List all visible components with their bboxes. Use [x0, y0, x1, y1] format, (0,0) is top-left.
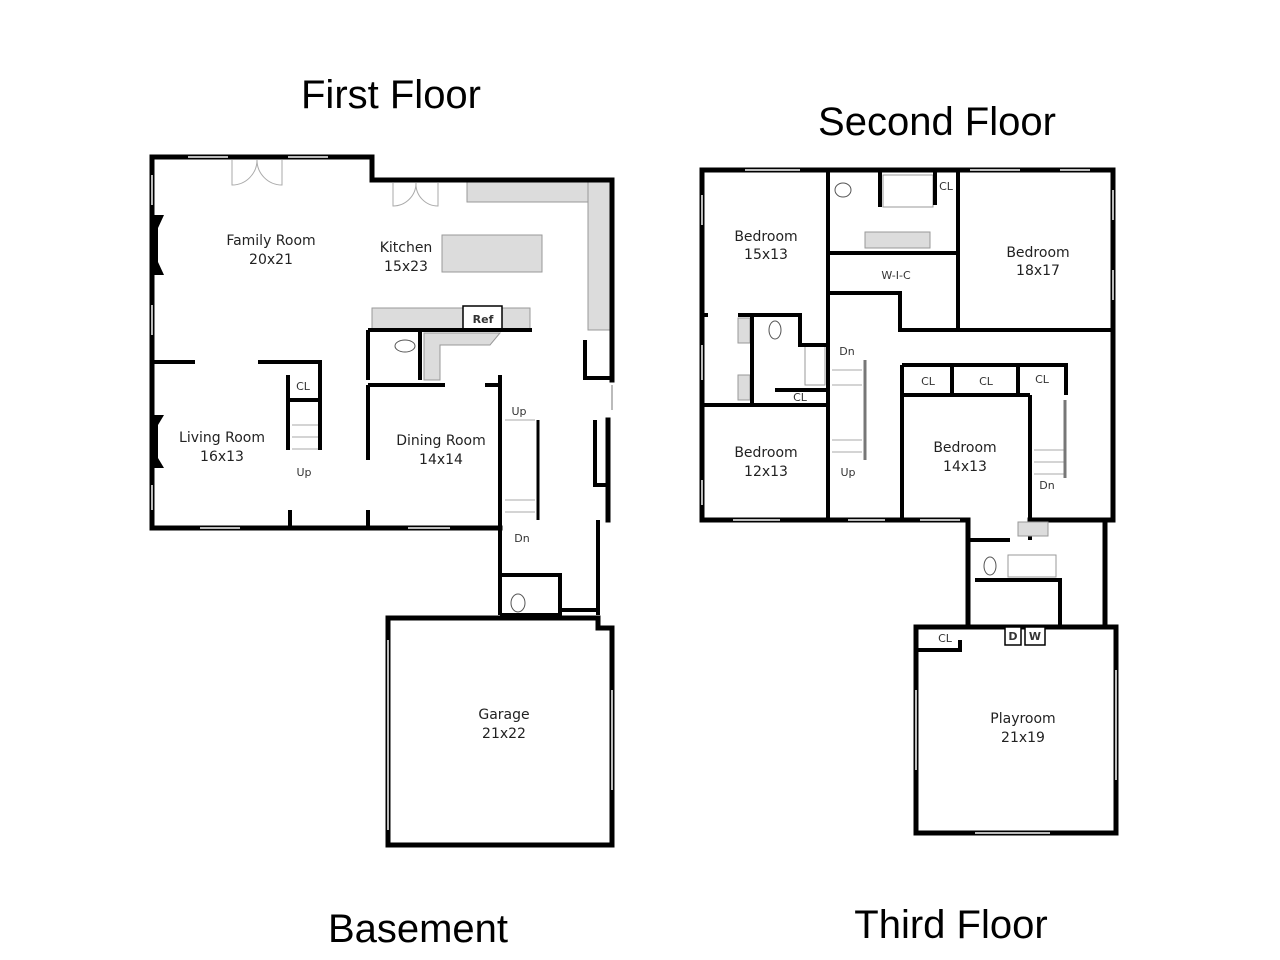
family-room-label: Family Room — [226, 233, 315, 249]
garage-size: 21x22 — [482, 726, 526, 742]
bedroom-size: 12x13 — [744, 464, 788, 480]
kitchen-island — [441, 234, 543, 273]
closet-label: CL — [793, 391, 808, 404]
ref-label: Ref — [473, 313, 494, 326]
bedroom-label: Bedroom — [734, 445, 797, 461]
pantry-counter — [423, 332, 502, 381]
closet-label: CL — [296, 380, 311, 393]
bedroom-label: Bedroom — [734, 229, 797, 245]
bedroom-label: Bedroom — [933, 440, 996, 456]
stairs-up-label: Up — [840, 466, 855, 479]
stairs — [832, 360, 1067, 478]
closet-label: CL — [938, 632, 953, 645]
toilet-icon — [768, 320, 782, 340]
bath-vanity — [1017, 521, 1049, 537]
bedroom-size: 18x17 — [1016, 263, 1060, 279]
bath-sink — [737, 374, 751, 401]
dryer-label: D — [1008, 630, 1017, 643]
french-door — [392, 182, 439, 207]
stairs-down-label: Dn — [514, 532, 529, 545]
bedroom-size: 14x13 — [943, 459, 987, 475]
living-room-label: Living Room — [179, 430, 265, 446]
closet-label: CL — [921, 375, 936, 388]
washer — [1024, 626, 1046, 646]
dining-room-size: 14x14 — [419, 452, 463, 468]
basement-title: Basement — [328, 907, 508, 951]
kitchen-counter-side — [587, 181, 611, 331]
bedroom-size: 15x13 — [744, 247, 788, 263]
toilet-icon — [510, 593, 526, 613]
second-floor-title: Second Floor — [818, 100, 1056, 144]
closet-label: CL — [1035, 373, 1050, 386]
closet-label: CL — [979, 375, 994, 388]
dryer — [1004, 626, 1022, 646]
kitchen-size: 15x23 — [384, 259, 428, 275]
stairs-up-label: Up — [296, 466, 311, 479]
stairs — [292, 419, 540, 520]
stairs-down-label: Dn — [839, 345, 854, 358]
first-floor-title: First Floor — [301, 73, 481, 117]
refrigerator — [462, 305, 503, 331]
playroom-label: Playroom — [990, 711, 1055, 727]
family-room-size: 20x21 — [249, 252, 293, 268]
first-floor-exterior-walls — [149, 154, 615, 531]
toilet-icon — [394, 339, 416, 353]
playroom-closet-wall — [916, 640, 962, 652]
bathtub-icon — [1007, 554, 1057, 578]
bedroom-label: Bedroom — [1006, 245, 1069, 261]
bathtub-icon — [882, 174, 934, 208]
first-floor-plan: Family Room 20x21 Kitchen 15x23 Living R… — [149, 154, 615, 848]
walk-in-closet-label: W-I-C — [881, 269, 911, 282]
washer-label: W — [1029, 630, 1041, 643]
toilet-icon — [834, 182, 852, 198]
french-door — [231, 159, 283, 186]
fireplace-icon — [152, 215, 164, 275]
second-floor-interior-walls — [702, 170, 1113, 625]
garage-label: Garage — [478, 707, 529, 723]
stairs-down-label: Dn — [1039, 479, 1054, 492]
kitchen-label: Kitchen — [380, 240, 433, 256]
bath-vanity — [864, 231, 931, 249]
second-floor-plan: Bedroom 15x13 Bedroom 18x17 Bedroom 12x1… — [699, 167, 1119, 836]
bath-sink — [737, 317, 751, 344]
kitchen-counter-bottom — [371, 307, 531, 331]
garage-walls — [385, 615, 615, 848]
playroom-size: 21x19 — [1001, 730, 1045, 746]
stairs-up-label: Up — [511, 405, 526, 418]
fireplace-icon — [152, 415, 164, 468]
toilet-icon — [983, 556, 997, 576]
bathtub-icon — [804, 344, 826, 386]
dining-room-label: Dining Room — [396, 433, 486, 449]
living-room-size: 16x13 — [200, 449, 244, 465]
first-floor-interior-walls — [152, 328, 612, 617]
closet-label: CL — [939, 180, 954, 193]
third-floor-title: Third Floor — [854, 903, 1047, 947]
